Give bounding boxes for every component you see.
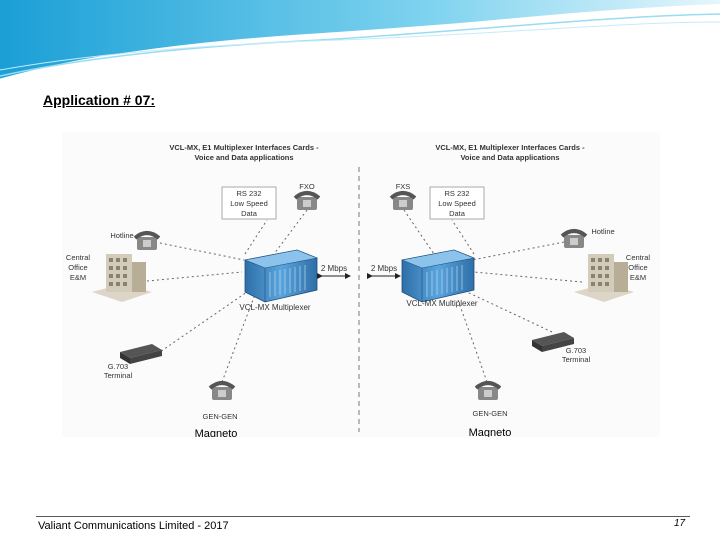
building-icon — [574, 254, 634, 302]
left-mux-label: VCL-MX Multiplexer — [239, 303, 310, 312]
svg-text:VCL-MX, E1 Multiplexer Interfa: VCL-MX, E1 Multiplexer Interfaces Cards … — [435, 143, 585, 152]
svg-text:Data: Data — [241, 209, 258, 218]
svg-text:Office: Office — [628, 263, 647, 272]
right-fxs-label: FXS — [396, 182, 411, 191]
right-multiplexer-device — [400, 249, 476, 303]
svg-text:E&M: E&M — [70, 273, 86, 282]
phone-icon — [474, 381, 502, 400]
terminal-icon — [120, 344, 162, 364]
phone-icon — [560, 229, 588, 248]
svg-text:Office: Office — [68, 263, 87, 272]
svg-text:Terminal: Terminal — [562, 355, 591, 364]
left-multiplexer-device — [243, 249, 319, 303]
left-title-line1: VCL-MX, E1 Multiplexer Interfaces Cards … — [169, 143, 319, 152]
right-magneto-label: Magneto — [469, 427, 512, 437]
svg-text:Terminal: Terminal — [104, 371, 133, 380]
svg-text:Data: Data — [449, 209, 466, 218]
svg-text:GEN-GEN: GEN-GEN — [472, 409, 507, 418]
page-number: 17 — [674, 518, 686, 529]
left-title-line2: Voice and Data applications — [194, 153, 293, 162]
svg-text:2 Mbps: 2 Mbps — [371, 264, 397, 273]
svg-text:RS 232: RS 232 — [236, 189, 261, 198]
footer-company: Valiant Communications Limited - 2017 — [38, 520, 229, 532]
left-rs232-box — [221, 186, 277, 220]
svg-text:Low Speed: Low Speed — [438, 199, 476, 208]
svg-text:Hotline: Hotline — [591, 227, 614, 236]
svg-text:Voice and Data applications: Voice and Data applications — [460, 153, 559, 162]
svg-text:Low Speed: Low Speed — [230, 199, 268, 208]
left-diagram: VCL-MX, E1 Multiplexer Interfaces Cards … — [66, 143, 351, 437]
slide-heading: Application # 07: — [43, 92, 156, 108]
svg-text:RS 232: RS 232 — [444, 189, 469, 198]
left-magneto-label: Magneto — [195, 428, 238, 437]
phone-icon — [133, 231, 161, 250]
left-fxo-label: FXO — [299, 182, 315, 191]
building-icon — [92, 254, 152, 302]
header-wave-decoration — [0, 0, 720, 82]
svg-text:E&M: E&M — [630, 273, 646, 282]
left-gen-label: GEN-GEN — [202, 412, 237, 421]
svg-text:Central: Central — [66, 253, 91, 262]
terminal-icon — [532, 332, 574, 352]
svg-text:G.703: G.703 — [566, 346, 586, 355]
phone-icon — [208, 381, 236, 400]
right-diagram: VCL-MX, E1 Multiplexer Interfaces Cards … — [367, 143, 651, 437]
svg-text:VCL-MX Multiplexer: VCL-MX Multiplexer — [406, 299, 477, 308]
network-diagram: VCL-MX, E1 Multiplexer Interfaces Cards … — [62, 132, 660, 437]
left-hotline-label: Hotline — [110, 231, 133, 240]
svg-text:Central: Central — [626, 253, 651, 262]
svg-text:G.703: G.703 — [108, 362, 128, 371]
footer-divider — [36, 516, 690, 517]
phone-icon — [293, 191, 321, 210]
phone-icon — [389, 191, 417, 210]
left-link-label: 2 Mbps — [321, 264, 347, 273]
